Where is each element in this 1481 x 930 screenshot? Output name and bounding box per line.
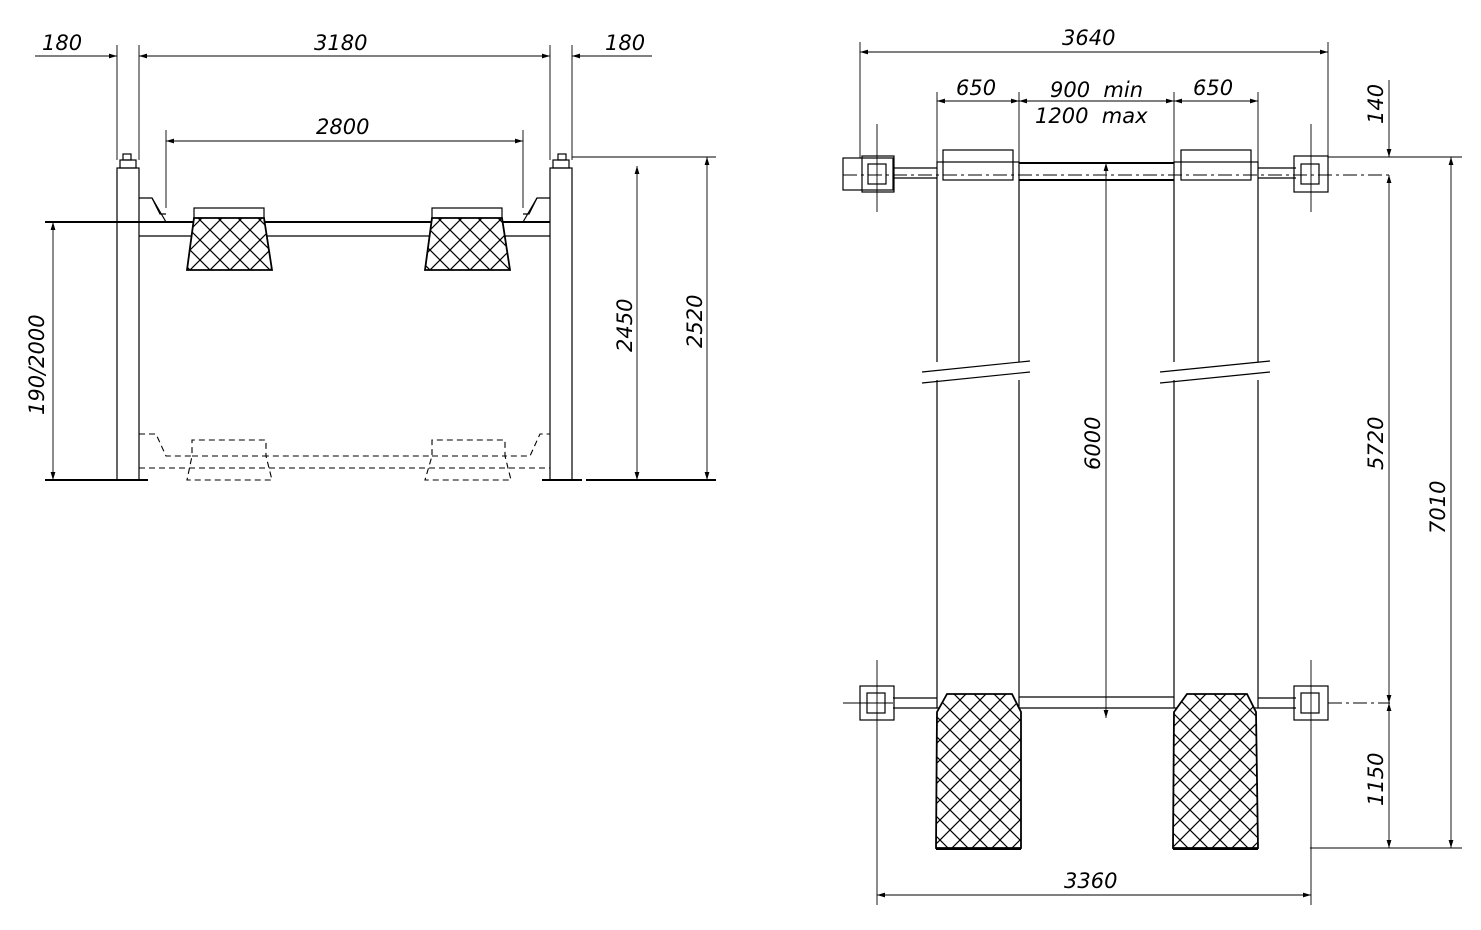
dim-gap-min: 900 min bbox=[1050, 78, 1143, 102]
ramp-left bbox=[935, 693, 1022, 849]
dim-ramp-length: 1150 bbox=[1364, 753, 1388, 806]
dim-runway-span: 2800 bbox=[316, 115, 369, 139]
dim-left-post: 180 bbox=[42, 31, 82, 55]
top-view: 3640 650 900 min 1200 max 650 140 6000 5… bbox=[842, 26, 1462, 905]
bottom-crossbeam bbox=[893, 696, 1296, 709]
top-dim-lines bbox=[859, 42, 1462, 905]
dim-total-height: 2520 bbox=[683, 295, 707, 348]
dim-top-offset: 140 bbox=[1364, 84, 1388, 124]
dim-right-post: 180 bbox=[605, 31, 645, 55]
top-crossbeam bbox=[893, 149, 1296, 181]
dim-runway-right: 650 bbox=[1193, 76, 1233, 100]
lowered-position bbox=[139, 433, 550, 481]
post-bottom-right bbox=[1293, 660, 1329, 738]
ramp-right bbox=[1172, 693, 1259, 849]
dim-platform-height: 2450 bbox=[613, 299, 637, 352]
dim-total-length: 7010 bbox=[1426, 481, 1450, 534]
side-height-dimensions bbox=[50, 156, 716, 480]
dim-post-width: 3360 bbox=[1064, 869, 1117, 893]
dim-runway-length: 6000 bbox=[1081, 417, 1105, 470]
post-top-right bbox=[1293, 124, 1329, 212]
side-view: 180 3180 180 2800 190/2000 2450 2520 bbox=[25, 31, 716, 481]
post-top-left bbox=[842, 124, 895, 212]
runway-right bbox=[1173, 161, 1259, 709]
runway-block-left bbox=[185, 217, 274, 271]
runway-left bbox=[936, 161, 1020, 709]
left-post bbox=[108, 153, 148, 481]
side-top-dimensions bbox=[35, 45, 652, 208]
break-lines bbox=[921, 360, 1271, 384]
dim-gap-max: 1200 max bbox=[1035, 104, 1148, 128]
runway-block-right bbox=[423, 217, 512, 271]
dim-post-distance: 5720 bbox=[1364, 417, 1388, 470]
right-post bbox=[542, 153, 582, 481]
post-bottom-left bbox=[843, 660, 895, 738]
dim-overall-width: 3640 bbox=[1062, 26, 1115, 50]
dim-runway-left: 650 bbox=[956, 76, 996, 100]
dim-lift-height: 190/2000 bbox=[25, 314, 49, 415]
dim-post-span: 3180 bbox=[314, 31, 367, 55]
